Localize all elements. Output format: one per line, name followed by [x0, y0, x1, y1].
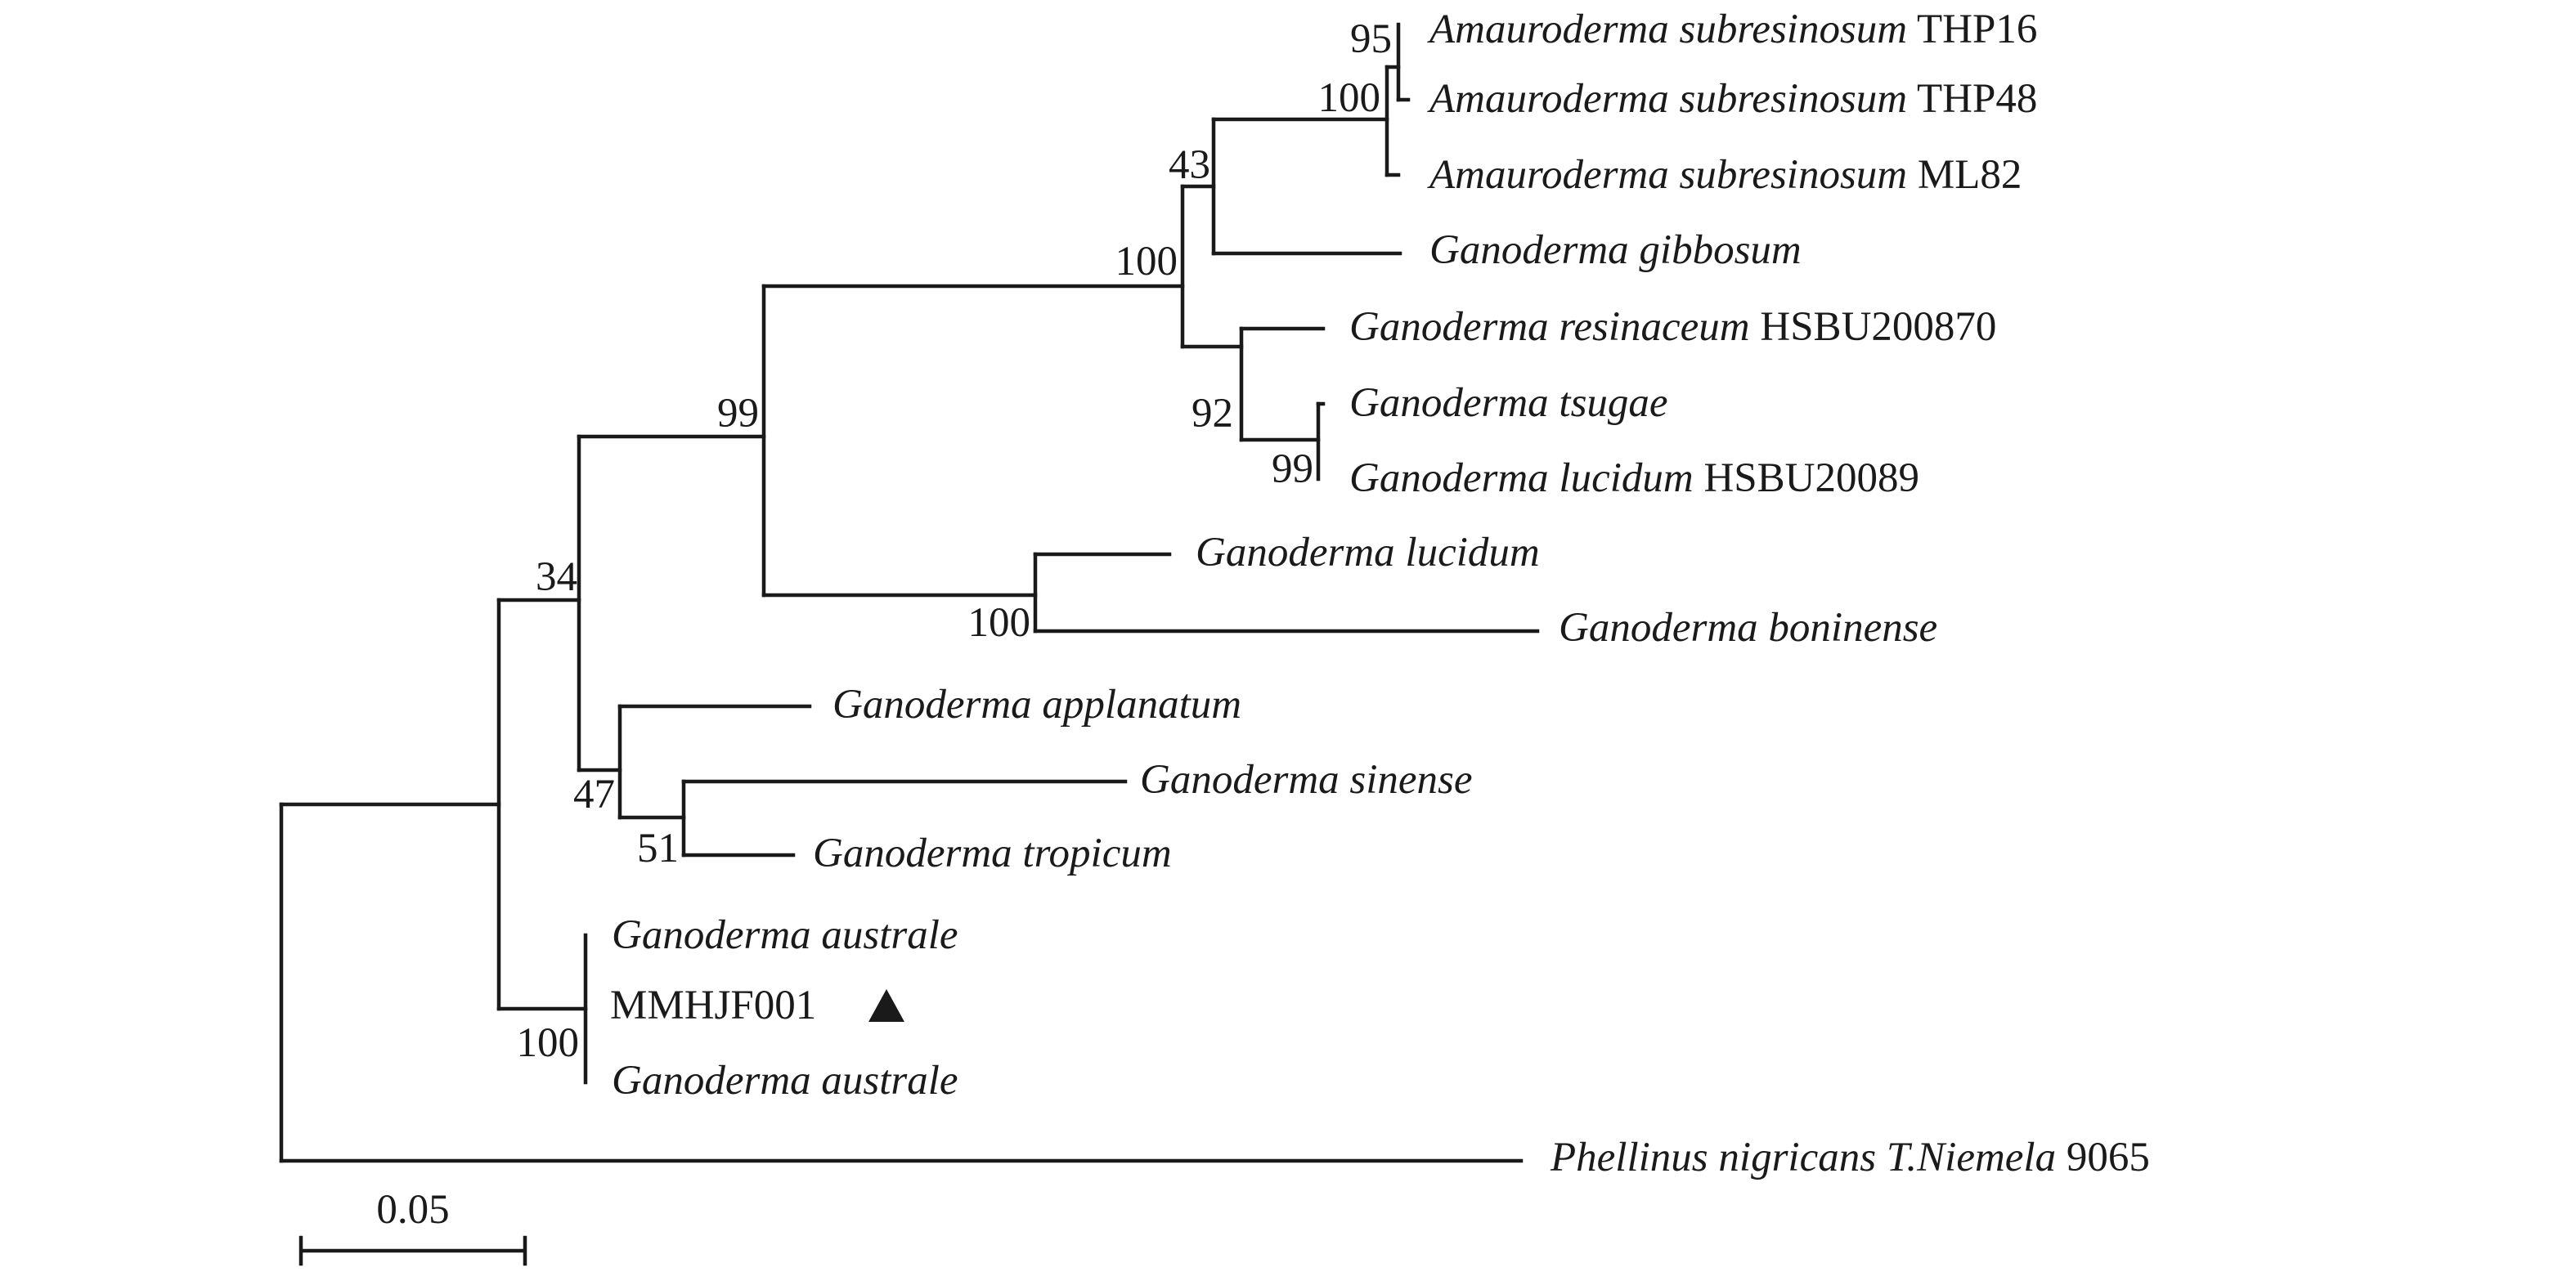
triangle-marker-icon	[868, 989, 904, 1022]
bootstrap-value: 100	[1318, 75, 1381, 121]
leaf-label: Ganoderma gibbosum	[1429, 227, 1802, 273]
bootstrap-value: 99	[1272, 446, 1313, 492]
leaf-label: Ganoderma tropicum	[813, 831, 1172, 876]
leaf-labels: Amauroderma subresinosum THP16 Amauroder…	[610, 7, 2150, 1180]
leaf-label: Ganoderma sinense	[1140, 757, 1473, 803]
leaf-label: Ganoderma resinaceum HSBU200870	[1349, 304, 1996, 350]
bootstrap-value: 43	[1169, 142, 1210, 188]
leaf-label-outgroup: Phellinus nigricans T.Niemela 9065	[1550, 1135, 2150, 1180]
tree-branches	[279, 22, 1540, 1163]
leaf-label: Ganoderma australe	[612, 1058, 958, 1104]
leaf-label: Amauroderma subresinosum ML82	[1427, 152, 2022, 198]
leaf-label: Ganoderma applanatum	[832, 682, 1241, 728]
bootstrap-value: 100	[968, 600, 1031, 646]
leaf-label: Ganoderma lucidum	[1196, 530, 1540, 576]
leaf-label: Ganoderma boninense	[1559, 605, 1937, 651]
bootstrap-value: 100	[1115, 239, 1178, 284]
scale-bar-line	[298, 1235, 527, 1266]
leaf-label: Ganoderma tsugae	[1349, 380, 1668, 426]
bootstrap-values: 95 100 43 100 92 99 99 100 34 47 51 100	[517, 16, 1393, 1066]
leaf-label-highlighted: MMHJF001	[610, 983, 816, 1028]
bootstrap-value: 99	[717, 391, 759, 437]
leaf-label: Ganoderma australe	[612, 912, 958, 958]
bootstrap-value: 100	[517, 1020, 580, 1066]
scale-bar-label: 0.05	[376, 1187, 449, 1233]
bootstrap-value: 47	[573, 772, 615, 817]
leaf-label: Ganoderma lucidum HSBU20089	[1349, 455, 1919, 501]
bootstrap-value: 51	[637, 826, 679, 871]
bootstrap-value: 95	[1350, 16, 1392, 62]
leaf-label: Amauroderma subresinosum THP48	[1427, 76, 2037, 122]
bootstrap-value: 34	[536, 554, 577, 600]
bootstrap-value: 92	[1192, 391, 1233, 437]
scale-bar: 0.05	[298, 1187, 527, 1266]
leaf-label: Amauroderma subresinosum THP16	[1427, 7, 2037, 52]
